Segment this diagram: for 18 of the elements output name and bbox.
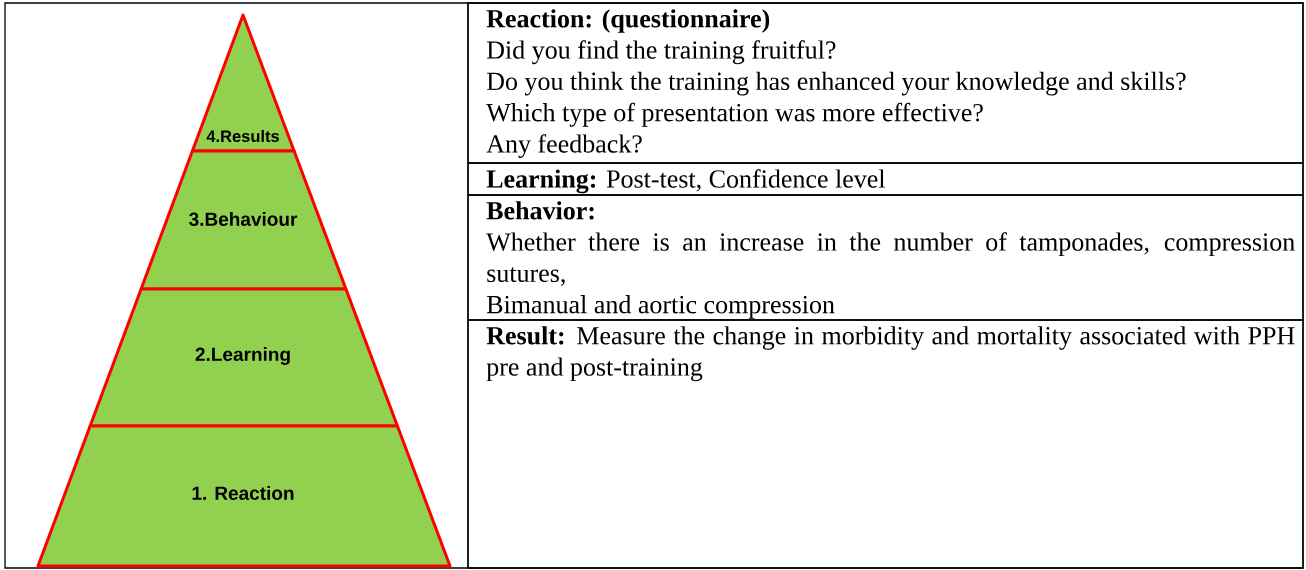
- pyramid-level: 2.Learning: [88, 287, 399, 428]
- cell-text: Did you find the training fruitful?: [486, 40, 836, 65]
- cell-text: Which type of presentation was more effective?: [486, 102, 983, 127]
- pyramid-level: 4.Results: [190, 13, 296, 153]
- pyramid-level: 3.Behaviour: [139, 149, 348, 291]
- table-cell: [467, 162, 1304, 196]
- cell-text: Result: Measure the change in morbidity and mortality associated with PPH pre and post-training: [486, 326, 1295, 382]
- table-cell: [467, 2, 1304, 164]
- table-cell: [467, 194, 1304, 321]
- cell-text: Bimanual and aortic compression: [486, 295, 835, 319]
- pyramid-level: 1. Reaction: [36, 424, 452, 568]
- cell-text: Learning: Post-test, Confidence level: [486, 169, 886, 194]
- cell-text: Do you think the training has enhanced your knowledge and skills?: [486, 71, 1186, 96]
- cell-heading: Behavior:: [486, 201, 594, 220]
- cell-heading: Reaction: (questionnaire): [486, 9, 770, 33]
- cell-text: Any feedback?: [486, 134, 642, 159]
- cell-text: Whether there is an increase in the number of tamponades, compression sutures,: [486, 232, 1295, 286]
- table-cell: [467, 319, 1304, 569]
